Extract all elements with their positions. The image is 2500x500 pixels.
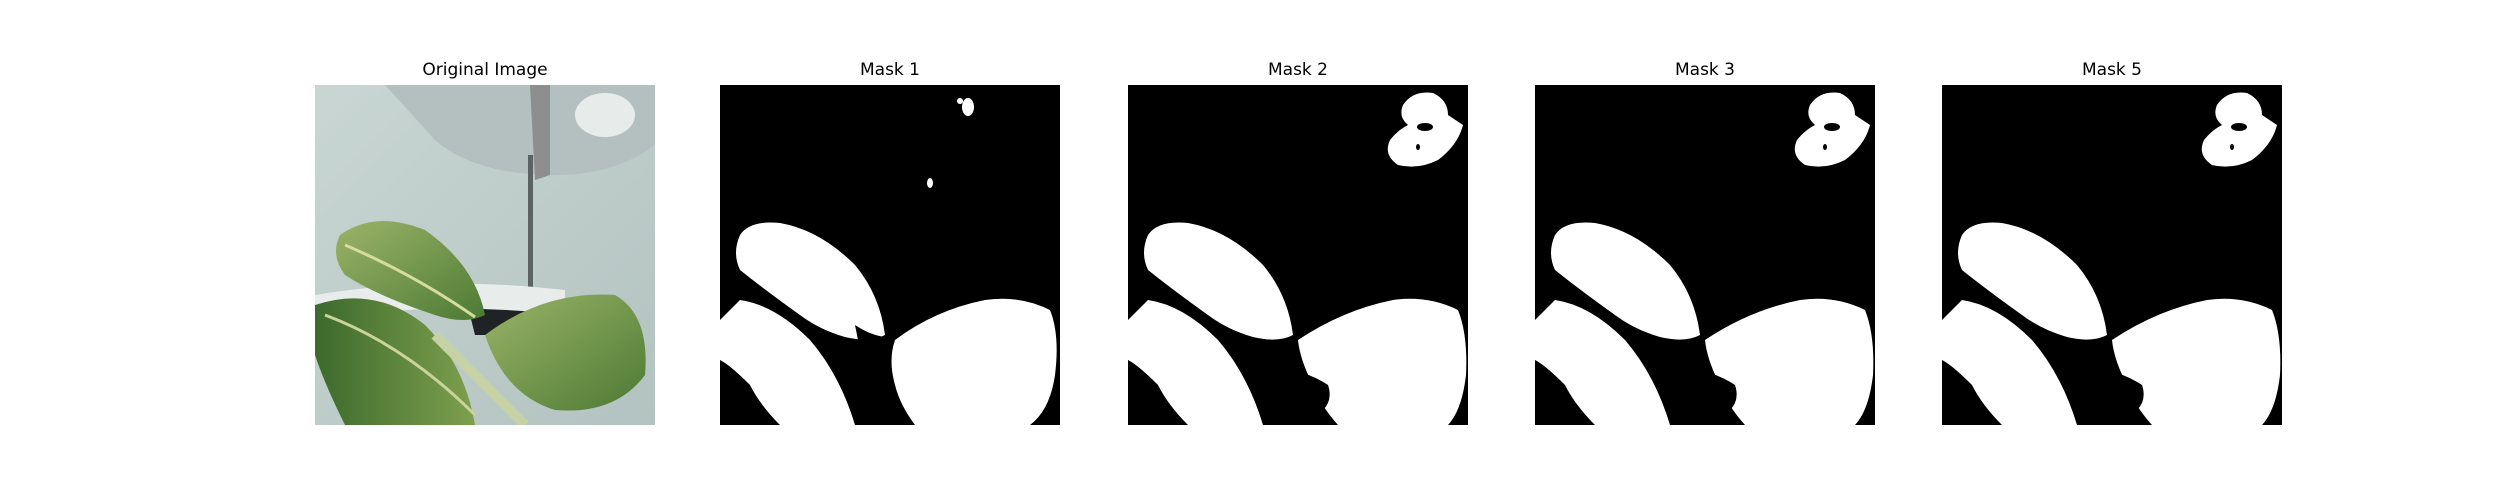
panel-title: Original Image xyxy=(422,60,548,80)
panel-title: Mask 2 xyxy=(1267,60,1328,80)
mask-2-image xyxy=(1128,85,1468,425)
panel-title: Mask 5 xyxy=(2081,60,2142,80)
mask-5-image xyxy=(1942,85,2282,425)
original-image xyxy=(315,85,655,425)
panel-title: Mask 1 xyxy=(859,60,920,80)
mask-1-image xyxy=(720,85,1060,425)
panel-title: Mask 3 xyxy=(1674,60,1735,80)
mask-3-image xyxy=(1535,85,1875,425)
